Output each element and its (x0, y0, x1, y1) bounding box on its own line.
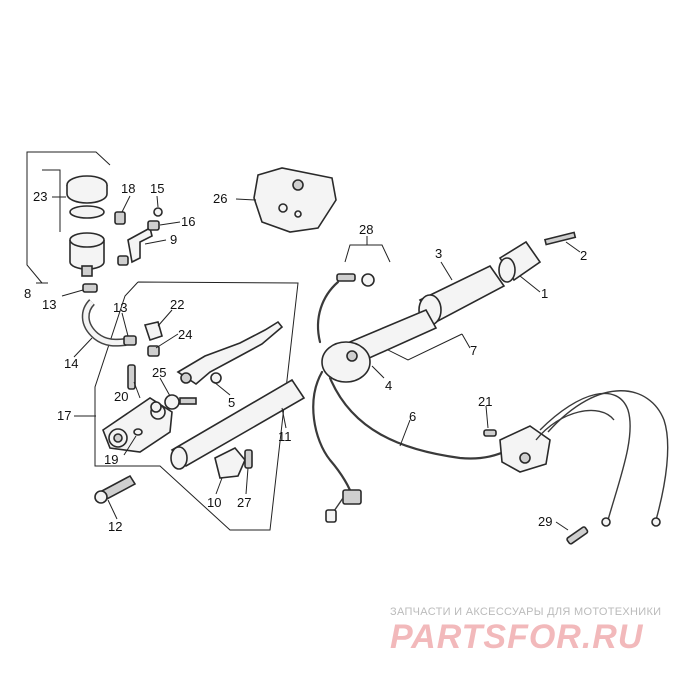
callout-16: 16 (181, 214, 195, 229)
callout-21: 21 (478, 394, 492, 409)
callout-3: 3 (435, 246, 442, 261)
callout-9: 9 (170, 232, 177, 247)
callout-22: 22 (170, 297, 184, 312)
callout-20: 20 (114, 389, 128, 404)
callout-24: 24 (178, 327, 192, 342)
cable-adjuster (336, 273, 356, 282)
callout-29: 29 (538, 514, 552, 529)
control-cable-b (547, 390, 669, 521)
fitting-bracket (344, 244, 391, 263)
throttle-grip (418, 264, 506, 326)
throttle-housing (321, 341, 371, 383)
master-cylinder-group-frame (94, 281, 299, 531)
callout-15: 15 (150, 181, 164, 196)
watermark-caption: ЗАПЧАСТИ И АКСЕССУАРЫ ДЛЯ МОТОТЕХНИКИ (390, 606, 662, 618)
clamp-screw (244, 449, 253, 469)
washer (153, 207, 163, 217)
bar-end-screw (543, 231, 577, 246)
leader-lines (36, 195, 581, 531)
callout-26: 26 (213, 191, 227, 206)
callout-28: 28 (359, 222, 373, 237)
cable-adjuster-screw (566, 526, 589, 545)
connector-plug (325, 509, 337, 523)
callout-18: 18 (121, 181, 135, 196)
hose-clamp-upper (82, 283, 98, 293)
nut (147, 220, 160, 231)
callout-12: 12 (108, 519, 122, 534)
callout-10: 10 (207, 495, 221, 510)
handlebar-tube (170, 378, 306, 470)
fitting-nut (147, 345, 160, 357)
control-cable-a (539, 392, 631, 521)
cable-fitting (361, 273, 375, 287)
callout-13a: 13 (42, 297, 56, 312)
callout-5: 5 (228, 395, 235, 410)
elbow-fitting (143, 321, 163, 342)
washer-small (133, 428, 143, 436)
watermark-logo: PARTSFOR.RU (390, 618, 644, 656)
brake-lever (176, 320, 284, 386)
reservoir-group-frame (26, 151, 111, 284)
callout-14: 14 (64, 356, 78, 371)
switch-screw (483, 429, 497, 437)
switch-housing-cover (253, 167, 337, 233)
callout-6: 6 (409, 409, 416, 424)
callout-1: 1 (541, 286, 548, 301)
reservoir-bracket (127, 226, 153, 264)
o-ring (150, 401, 162, 413)
callout-27: 27 (237, 495, 251, 510)
callout-25: 25 (152, 365, 166, 380)
pivot-bolt (127, 364, 136, 390)
throttle-cable-upper (316, 280, 340, 344)
reservoir-seal (69, 205, 105, 219)
throttle-cable (328, 376, 510, 460)
reservoir-cap (66, 175, 108, 204)
reservoir-inner-frame (42, 169, 61, 232)
callout-17: 17 (57, 408, 71, 423)
hose-clamp-lower (123, 335, 137, 346)
push-rod-assembly (164, 394, 197, 410)
control-cable-c (535, 409, 615, 441)
callout-13b: 13 (113, 300, 127, 315)
callout-11: 11 (278, 429, 292, 444)
switch-wire (312, 370, 354, 498)
callout-2: 2 (580, 248, 587, 263)
callout-labels: 1 2 3 4 5 6 7 8 9 10 11 12 13 13 14 15 1… (24, 181, 587, 534)
callout-4: 4 (385, 378, 392, 393)
callout-19: 19 (104, 452, 118, 467)
callout-23: 23 (33, 189, 47, 204)
callout-8: 8 (24, 286, 31, 301)
clamp (214, 447, 246, 479)
bar-end-weight (498, 240, 542, 283)
reservoir-body (69, 232, 105, 277)
callout-7: 7 (470, 343, 477, 358)
bracket-nut (117, 255, 129, 266)
bracket-screw (114, 211, 126, 225)
switch-connector (342, 489, 362, 505)
